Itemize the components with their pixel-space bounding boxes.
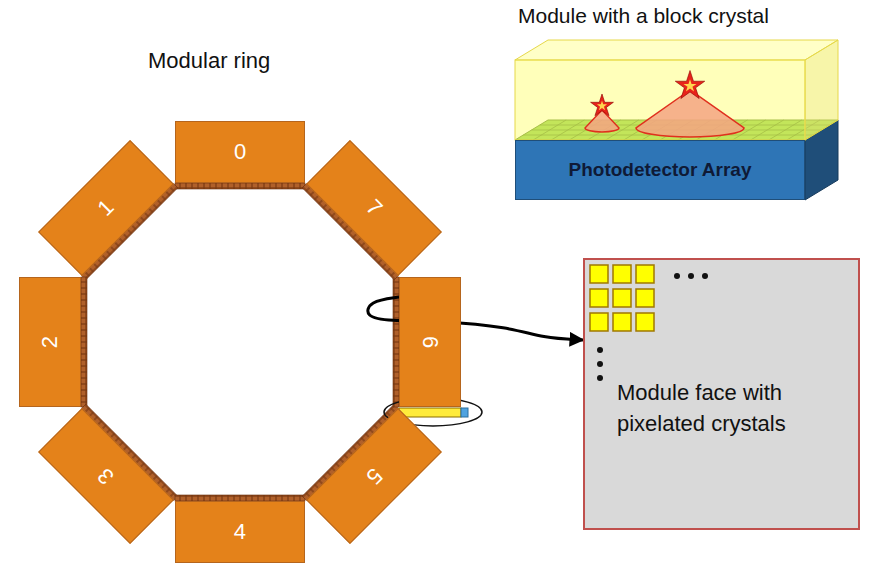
crystal-strip bbox=[175, 183, 305, 189]
heading-label: Modular ring bbox=[148, 48, 270, 74]
photodetector-pixel bbox=[461, 408, 468, 417]
interaction-stars bbox=[591, 70, 705, 115]
ellipsis-dots bbox=[597, 273, 708, 381]
module-number: 5 bbox=[362, 464, 386, 488]
block-crystal bbox=[515, 40, 838, 200]
module-face-ground bbox=[583, 258, 860, 530]
module-number: 0 bbox=[234, 141, 246, 163]
light-cone bbox=[585, 110, 619, 132]
heading-label: Module with a block crystal bbox=[518, 4, 769, 28]
module-number: 3 bbox=[94, 464, 118, 488]
module-number: 6 bbox=[419, 336, 441, 348]
crystal-side bbox=[805, 40, 838, 140]
detector-module: 4 bbox=[175, 501, 305, 563]
photodetector-array: Photodetector Array bbox=[515, 140, 805, 200]
detector-module: 6 bbox=[399, 277, 461, 407]
pixel-crystals bbox=[590, 265, 654, 331]
crystal-front bbox=[515, 60, 805, 140]
module-face-panel: Module face with pixelated crystals bbox=[583, 258, 860, 530]
light-cone bbox=[636, 90, 744, 137]
module-number: 4 bbox=[234, 521, 246, 543]
detector-module: 0 bbox=[175, 121, 305, 183]
detector-module: 5 bbox=[306, 408, 442, 544]
detector-module: 7 bbox=[306, 140, 442, 276]
module-number: 2 bbox=[39, 336, 61, 348]
detector-module: 3 bbox=[38, 408, 174, 544]
module-number: 7 bbox=[362, 196, 386, 220]
node-text: Photodetector Array bbox=[569, 159, 752, 181]
crystal-top bbox=[515, 40, 838, 60]
node-text: Module face with pixelated crystals bbox=[617, 378, 842, 440]
module-number: 1 bbox=[94, 196, 118, 220]
detector-module: 1 bbox=[38, 140, 174, 276]
single-crystal bbox=[399, 408, 461, 417]
detector-module: 2 bbox=[19, 277, 81, 407]
crystal-strip bbox=[81, 277, 87, 407]
